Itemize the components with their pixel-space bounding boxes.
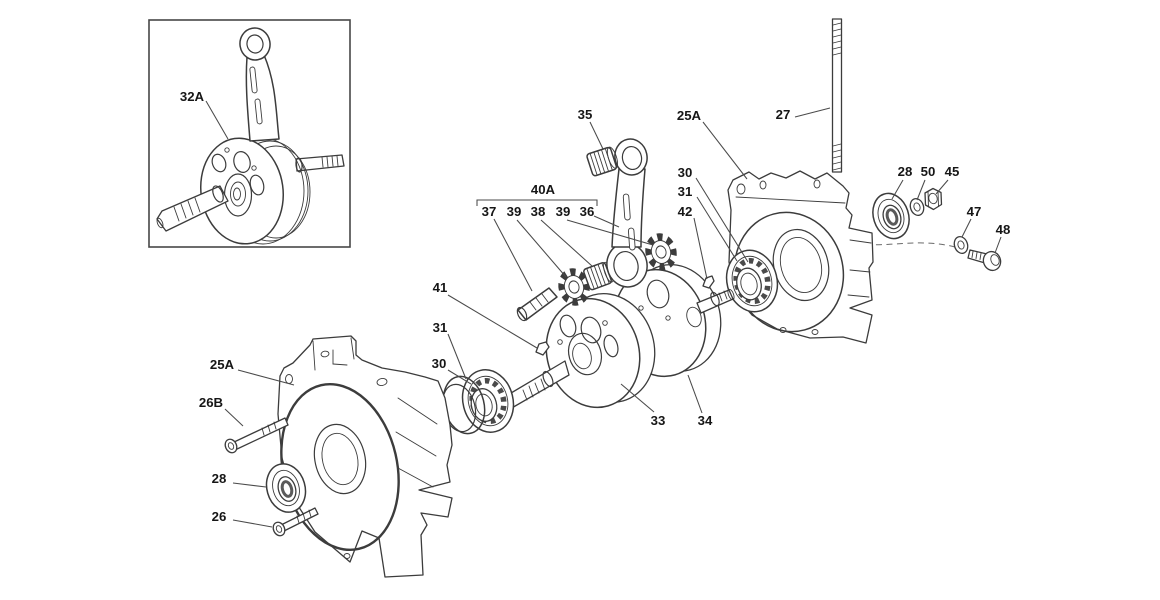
ball-bearing-left-30 <box>461 369 515 433</box>
part-label-26: 26 <box>212 509 227 524</box>
bolt-26b <box>224 417 289 454</box>
part-label-31-left: 31 <box>433 320 448 335</box>
part-label-47: 47 <box>967 204 982 219</box>
crank-pin-37 <box>516 287 558 322</box>
cylinder-stud-27 <box>831 18 843 173</box>
part-label-25a-right: 25A <box>677 108 702 123</box>
crankcase-left-half <box>277 335 453 578</box>
part-label-30-right: 30 <box>678 165 693 180</box>
part-label-48: 48 <box>996 222 1011 237</box>
part-label-40a: 40A <box>531 182 556 197</box>
bolt-26 <box>272 507 319 537</box>
part-label-37: 37 <box>482 204 497 219</box>
woodruff-key-left-41 <box>535 341 550 356</box>
part-label-27: 27 <box>776 107 791 122</box>
part-label-26b: 26B <box>199 395 223 410</box>
part-label-28-right: 28 <box>898 164 913 179</box>
big-end-bearing-38 <box>583 261 614 291</box>
part-label-28-left: 28 <box>212 471 227 486</box>
part-label-25a-left: 25A <box>210 357 235 372</box>
oil-seal-right-28 <box>872 192 910 240</box>
woodruff-key-right-42 <box>702 275 715 289</box>
ball-bearing-right-30 <box>725 249 779 313</box>
part-label-42: 42 <box>678 204 693 219</box>
washer-47 <box>953 236 969 254</box>
part-label-34: 34 <box>698 413 713 428</box>
washer-50 <box>909 198 925 216</box>
connecting-rod-36 <box>606 138 648 288</box>
crankshaft-right-stub <box>696 288 735 314</box>
part-label-32A: 32A <box>180 89 205 104</box>
thrust-washer-39-left <box>558 268 590 306</box>
part-label-45: 45 <box>945 164 960 179</box>
part-label-35: 35 <box>578 107 593 122</box>
part-label-50: 50 <box>921 164 936 179</box>
part-label-39-right: 39 <box>556 204 571 219</box>
crank-web-33 <box>545 292 656 409</box>
part-label-41: 41 <box>433 280 448 295</box>
leader-lines <box>224 107 1002 528</box>
part-label-30-left: 30 <box>432 356 447 371</box>
thrust-washer-39-right <box>645 233 677 271</box>
small-end-bearing-35 <box>586 146 619 177</box>
oil-seal-left-28 <box>265 463 307 513</box>
leader-32A <box>205 100 229 140</box>
part-label-31-right: 31 <box>678 184 693 199</box>
inset-box: 32A <box>148 19 351 248</box>
part-number-labels: 35 25A 27 40A 37 39 38 39 36 30 31 42 28… <box>199 107 1010 524</box>
part-label-36: 36 <box>580 204 595 219</box>
bolt-48 <box>967 249 1002 272</box>
nut-45 <box>924 187 943 211</box>
part-label-33: 33 <box>651 413 666 428</box>
bracket-40a <box>476 199 598 206</box>
inset-crankshaft <box>156 27 345 245</box>
part-label-39-left: 39 <box>507 204 522 219</box>
part-label-38: 38 <box>531 204 546 219</box>
